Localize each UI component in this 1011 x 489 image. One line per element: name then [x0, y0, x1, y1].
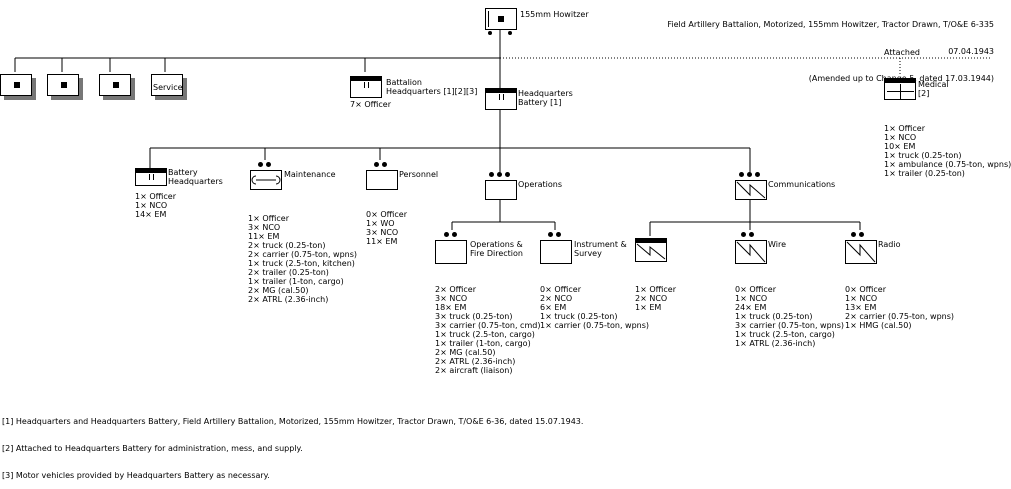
medical-label: Medical[2]	[918, 80, 949, 98]
medical-symbol	[884, 78, 916, 100]
operations-label: Operations	[518, 180, 562, 189]
wire-symbol	[735, 240, 767, 264]
personnel-rank-marks	[374, 162, 390, 167]
footnote-3: [3] Motor vehicles provided by Headquart…	[2, 471, 270, 480]
footnote-2: [2] Attached to Headquarters Battery for…	[2, 444, 303, 453]
maintenance-rank-marks	[258, 162, 274, 167]
wrench-icon	[251, 175, 281, 185]
footnotes: [1] Headquarters and Headquarters Batter…	[2, 399, 583, 489]
operations-rank-marks	[489, 172, 513, 177]
instrument-label: Instrument &Survey	[574, 240, 627, 258]
battalion-hq-personnel: 7× Officer	[350, 100, 391, 109]
maintenance-symbol	[250, 170, 282, 190]
lightning-icon	[736, 241, 766, 263]
page-title: Field Artillery Battalion, Motorized, 15…	[667, 20, 994, 29]
operations-symbol	[485, 180, 517, 200]
maintenance-label: Maintenance	[284, 170, 336, 179]
header-block: Field Artillery Battalion, Motorized, 15…	[667, 2, 994, 92]
lightning-icon	[846, 241, 876, 263]
hq-battery-symbol	[485, 88, 517, 110]
radio-rank-marks	[851, 232, 867, 237]
wire-rank-marks	[741, 232, 757, 237]
communications-symbol	[735, 180, 767, 200]
battalion-hq-symbol	[350, 76, 382, 98]
communications-label: Communications	[768, 180, 836, 189]
ops-fire-symbol	[435, 240, 467, 264]
attached-label: Attached	[884, 48, 920, 57]
lightning-icon	[736, 181, 766, 199]
radio-label: Radio	[878, 240, 901, 249]
footnote-1: [1] Headquarters and Headquarters Batter…	[2, 417, 584, 426]
header-date: 07.04.1943	[948, 47, 994, 56]
communications-rank-marks	[739, 172, 763, 177]
battery-hq-symbol	[135, 168, 167, 186]
battalion-rank-marks	[488, 31, 515, 35]
service-label: Service	[153, 83, 183, 92]
battalion-symbol	[485, 8, 517, 30]
instrument-symbol	[540, 240, 572, 264]
comm-hq-symbol	[635, 238, 667, 262]
radio-symbol	[845, 240, 877, 264]
personnel-symbol	[366, 170, 398, 190]
org-chart-connectors	[14, 30, 990, 236]
lightning-icon	[636, 243, 666, 260]
personnel-label: Personnel	[399, 170, 439, 179]
ops-fire-rank-marks	[444, 232, 460, 237]
battalion-label: 155mm Howitzer	[520, 10, 589, 19]
ops-fire-label: Operations &Fire Direction	[470, 240, 523, 258]
wire-label: Wire	[768, 240, 786, 249]
instrument-rank-marks	[548, 232, 564, 237]
